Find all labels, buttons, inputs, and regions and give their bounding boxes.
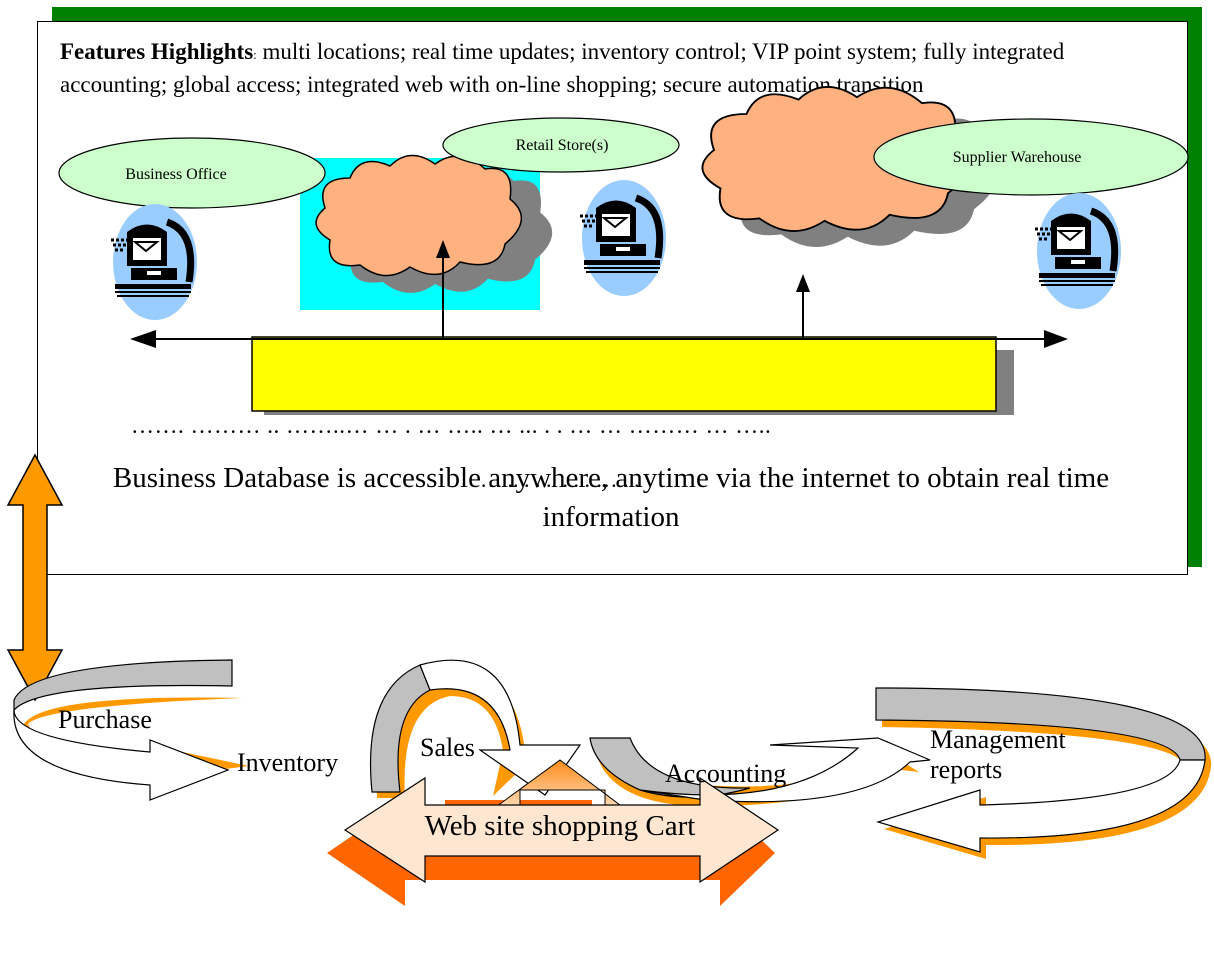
management-ribbon-front — [875, 759, 1206, 853]
features-panel — [37, 21, 1188, 575]
ellipse-business-office — [58, 137, 326, 209]
label-inventory: Inventory — [237, 748, 338, 777]
ellipse-supplier-warehouse — [873, 118, 1189, 196]
computer-icon-supplier-warehouse — [1035, 193, 1121, 309]
label-management-reports: Management reports — [930, 725, 1066, 784]
label-shopping-cart: Web site shopping Cart — [424, 810, 696, 842]
label-management-reports-box: Management reports — [930, 725, 1066, 784]
database-link-arrow — [6, 453, 64, 702]
label-sales: Sales — [420, 733, 475, 762]
dotted-separator-bottom: … .. . . .. . . . … . . — [480, 467, 640, 492]
label-purchase: Purchase — [58, 705, 152, 734]
features-text: multi locations; real time updates; inve… — [60, 39, 1065, 97]
uplink-arrow-left — [436, 240, 450, 258]
label-accounting: Accounting — [665, 759, 786, 788]
uplink-arrow-right — [796, 274, 810, 292]
computer-icon-business-office — [111, 204, 197, 320]
label-retail-store: Retail Store(s) — [516, 137, 609, 154]
label-business-office: Business Office — [125, 166, 226, 183]
label-supplier-warehouse: Supplier Warehouse — [953, 149, 1082, 166]
ellipse-retail-store — [442, 117, 680, 173]
database-statement: Business Database is accessible anywhere… — [112, 462, 1110, 533]
features-highlights: Features Highlights: multi locations; re… — [60, 37, 1170, 100]
cart-double-arrow — [343, 776, 780, 884]
features-heading: Features Highlights — [60, 39, 254, 64]
purchase-ribbon-front — [13, 709, 230, 801]
computer-icon-retail-store — [580, 180, 666, 296]
network-arrow-left — [130, 330, 156, 348]
dotted-separator-top: ……. ……… .. ……..… … . … ….. … ... . . … …… — [131, 413, 772, 438]
network-arrow-right — [1044, 330, 1068, 348]
accounting-ribbon-front — [639, 737, 931, 803]
database-box — [251, 336, 997, 412]
features-separator: : — [253, 47, 257, 62]
